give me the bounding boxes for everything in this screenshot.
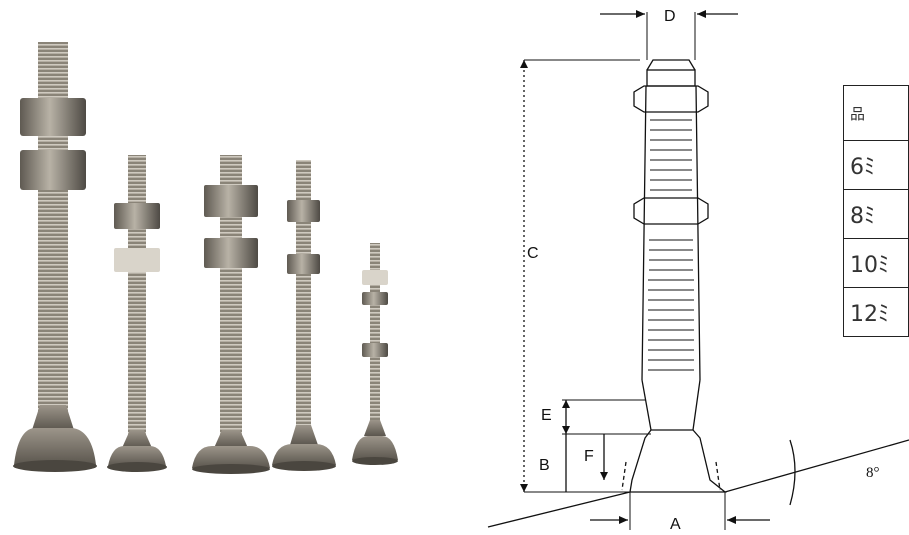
- leveling-foot-5: [352, 243, 398, 465]
- label-a: A: [670, 516, 681, 533]
- table-header-row: 品: [843, 85, 909, 141]
- base-pad: [629, 429, 727, 493]
- tilt-dashed: [621, 461, 721, 491]
- dim-d-extensions: [646, 12, 696, 60]
- leveling-foot-4: [272, 160, 336, 471]
- table-row: 12ﾐ: [843, 287, 909, 337]
- bolt-shaft-outline: [641, 85, 701, 381]
- label-b: B: [539, 457, 550, 474]
- angle-arc: [789, 439, 796, 506]
- leveling-foot-1: [13, 42, 97, 472]
- table-cell-size: 8ﾐ: [843, 189, 909, 239]
- leveling-foot-2: [107, 155, 167, 472]
- slope-lines: [487, 439, 909, 528]
- dim-a-extensions: [629, 492, 726, 530]
- upper-nut: [633, 85, 709, 113]
- angle-label: 8°: [866, 465, 880, 481]
- label-e: E: [541, 407, 552, 424]
- table-row: 6ﾐ: [843, 140, 909, 190]
- table-cell-size: 6ﾐ: [843, 140, 909, 190]
- neck-outline: [641, 379, 701, 431]
- dim-e-extensions: [562, 399, 651, 435]
- bolt-top-section: [646, 69, 696, 87]
- table-row: 10ﾐ: [843, 238, 909, 288]
- thread-lines: [648, 119, 694, 371]
- table-cell-size: 12ﾐ: [843, 287, 909, 337]
- dim-f-arrowhead: [600, 472, 608, 480]
- product-photo: [13, 42, 398, 474]
- label-d: D: [664, 8, 676, 25]
- label-c: C: [527, 245, 539, 262]
- table-cell-size: 10ﾐ: [843, 238, 909, 288]
- table-header-cell: 品: [843, 85, 909, 141]
- dim-c-extensions: [524, 59, 640, 493]
- dimension-drawing: D C E B F A 8°: [487, 8, 909, 533]
- bolt-top: [646, 59, 696, 71]
- lower-nut: [633, 197, 709, 225]
- spec-table: 品 6ﾐ 8ﾐ 10ﾐ 12ﾐ: [843, 85, 909, 337]
- dim-e-arrowheads: [562, 400, 570, 434]
- label-f: F: [584, 448, 594, 465]
- leveling-foot-3: [192, 155, 270, 474]
- table-row: 8ﾐ: [843, 189, 909, 239]
